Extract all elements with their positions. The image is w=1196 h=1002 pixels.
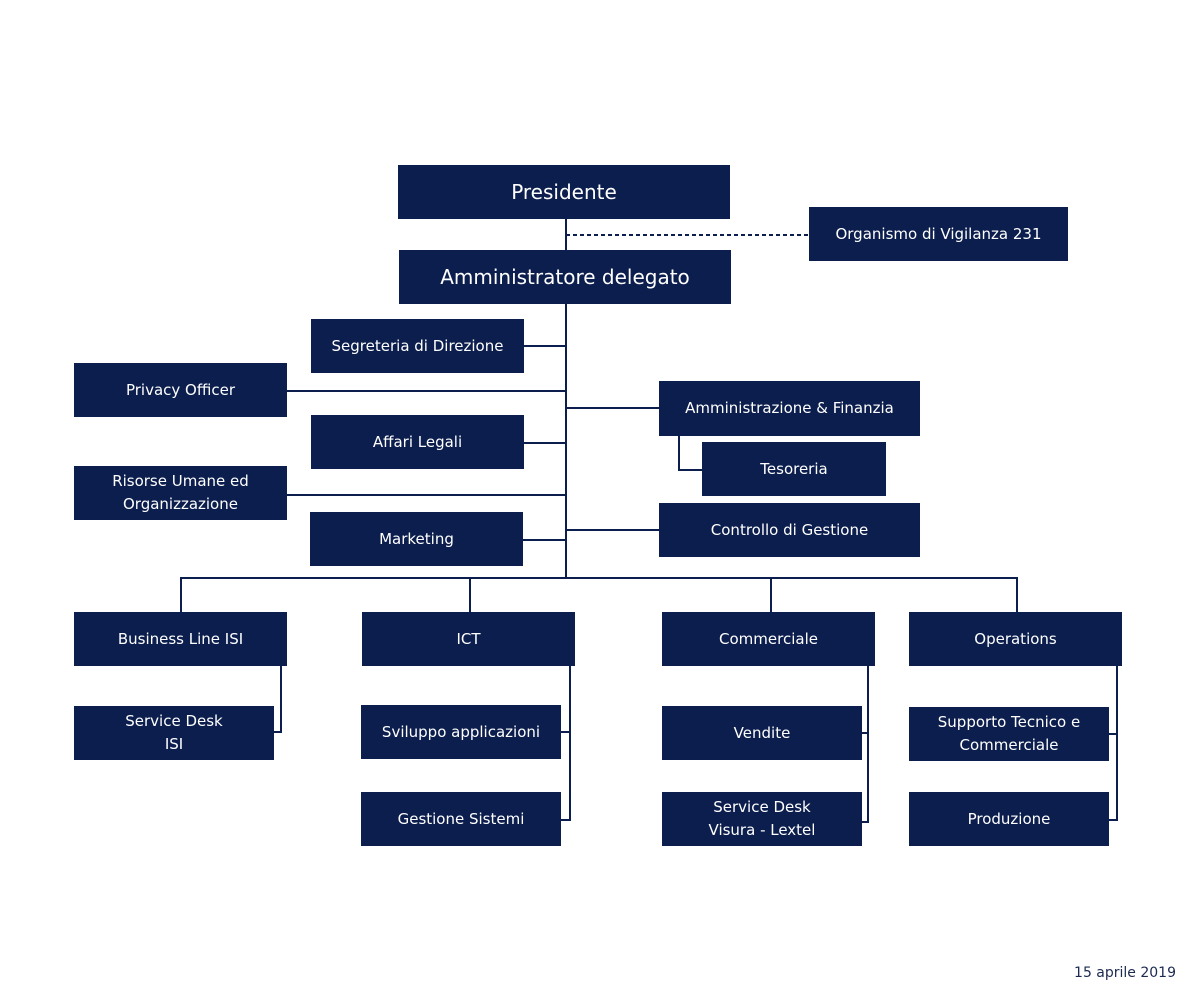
org-node-label: Business Line ISI (117, 629, 244, 648)
org-node-legali: Affari Legali (311, 415, 524, 469)
org-node-segreteria: Segreteria di Direzione (311, 319, 524, 373)
org-node-label: Tesoreria (760, 459, 828, 478)
org-node-produzione: Produzione (909, 792, 1109, 846)
connector-commerciale-to-sd_visura (862, 666, 869, 823)
org-node-label: Controllo di Gestione (710, 520, 869, 539)
connector-ad-to-operations (566, 577, 1018, 612)
connector-ad-to-segreteria (524, 304, 567, 347)
org-node-label: Produzione (967, 809, 1051, 828)
org-node-label: Presidente (511, 179, 617, 204)
org-node-label: ICT (456, 629, 481, 648)
connector-ad-to-controllo (565, 304, 659, 531)
org-node-ad: Amministratore delegato (399, 250, 731, 304)
org-node-label: Operations (974, 629, 1057, 648)
org-node-vendite: Vendite (662, 706, 862, 760)
org-node-controllo: Controllo di Gestione (659, 503, 920, 557)
connector-ad-to-afc (565, 304, 659, 409)
org-node-label: Commerciale (719, 629, 818, 648)
footer-date: 15 aprile 2019 (1074, 965, 1176, 981)
connector-ad-to-marketing (523, 304, 567, 541)
org-node-privacy: Privacy Officer (74, 363, 287, 417)
connector-operations-to-supporto (1109, 666, 1118, 735)
org-node-afc: Amministrazione & Finanzia (659, 381, 920, 436)
org-node-bl-isi: Business Line ISI (74, 612, 287, 666)
org-node-label: Amministratore delegato (440, 264, 690, 289)
connector-afc-to-tesoreria (678, 436, 702, 471)
org-node-label: Marketing (379, 529, 454, 548)
org-node-odv: Organismo di Vigilanza 231 (809, 207, 1068, 261)
org-node-commerciale: Commerciale (662, 612, 875, 666)
org-node-label: Segreteria di Direzione (331, 336, 504, 355)
org-node-label: Amministrazione & Finanzia (685, 399, 894, 417)
connector-ad-to-legali (524, 304, 567, 444)
org-node-gestione-sistemi: Gestione Sistemi (361, 792, 561, 846)
org-node-presidente: Presidente (398, 165, 730, 219)
org-node-label: Gestione Sistemi (397, 809, 525, 828)
org-node-operations: Operations (909, 612, 1122, 666)
connector-ad-to-commerciale (566, 577, 772, 612)
org-node-label: Sviluppo applicazioni (381, 722, 541, 741)
connector-ad-to-ict (469, 577, 566, 612)
org-node-label: Vendite (733, 723, 791, 742)
connector-ict-to-gestione_sistemi (561, 666, 571, 821)
org-node-ict: ICT (362, 612, 575, 666)
connector-operations-to-produzione (1109, 666, 1118, 821)
org-node-marketing: Marketing (310, 512, 523, 566)
org-node-label: Organismo di Vigilanza 231 (835, 224, 1042, 243)
org-node-label: Affari Legali (372, 432, 463, 451)
connector-ad-to-bl_isi (180, 304, 567, 612)
org-node-label: Privacy Officer (125, 380, 236, 399)
org-node-sviluppo: Sviluppo applicazioni (361, 705, 561, 759)
org-node-tesoreria: Tesoreria (702, 442, 886, 496)
connector-bl_isi-to-sd_isi (274, 666, 282, 733)
connector-ict-to-sviluppo (561, 666, 571, 733)
